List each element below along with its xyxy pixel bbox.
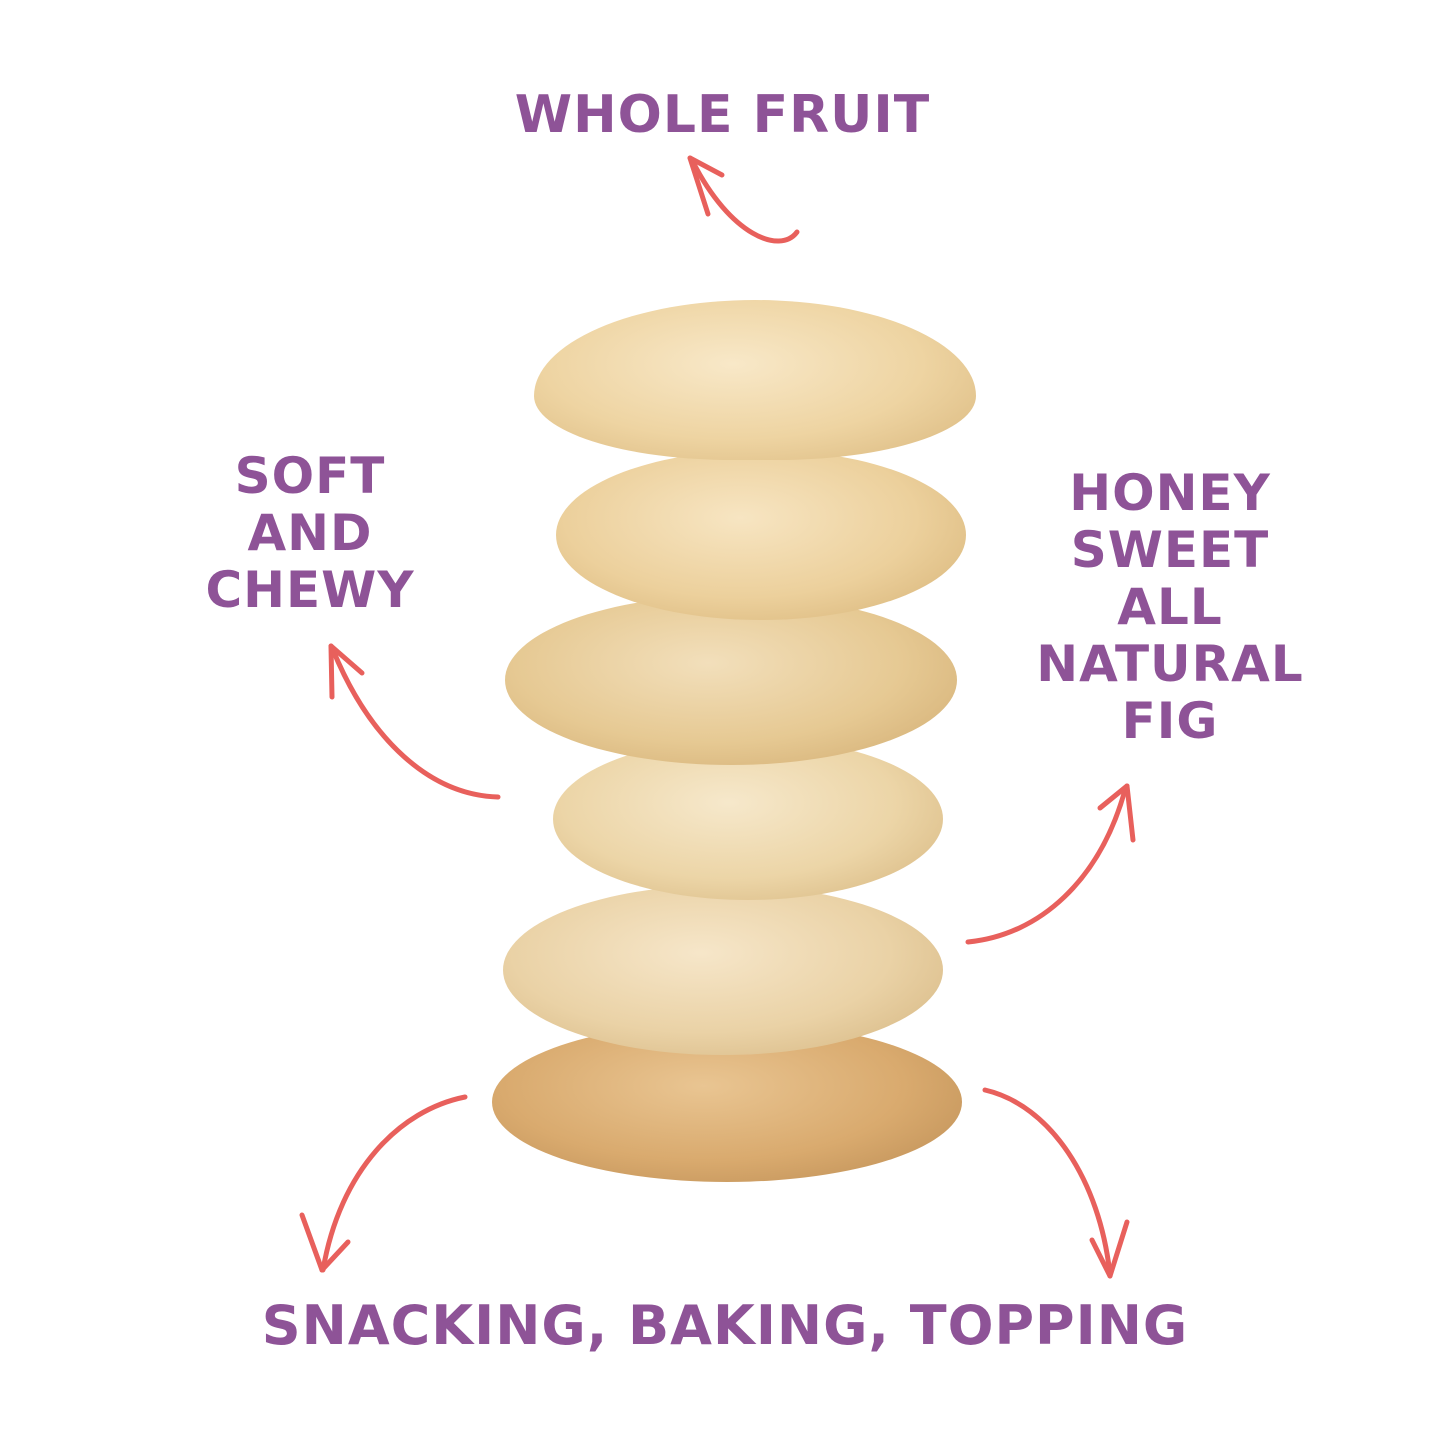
arrow-topping-icon: [982, 1087, 1130, 1279]
label-line: HONEY: [1069, 464, 1271, 522]
fig-1: [534, 300, 976, 460]
label-uses: SNACKING, BAKING, TOPPING: [261, 1294, 1189, 1357]
label-soft-and-chewy: SOFT AND CHEWY: [160, 448, 460, 619]
label-honey-sweet: HONEY SWEET ALL NATURAL FIG: [1015, 465, 1325, 750]
label-line: SWEET: [1070, 521, 1270, 579]
fig-4: [553, 738, 943, 900]
arrow-whole-fruit-icon: [687, 155, 800, 244]
fig-2: [556, 450, 966, 620]
label-whole-fruit: WHOLE FRUIT: [514, 85, 931, 145]
label-line: CHEWY: [205, 561, 415, 619]
label-line: NATURAL: [1036, 635, 1304, 693]
arrow-honey-sweet-icon: [965, 783, 1136, 945]
label-line: ALL: [1117, 578, 1223, 636]
arrow-snacking-icon: [299, 1094, 468, 1273]
fig-3: [505, 595, 957, 765]
label-line: SOFT: [234, 447, 386, 505]
fig-5: [503, 885, 943, 1055]
arrow-soft-chewy-icon: [328, 643, 501, 800]
label-line: FIG: [1121, 692, 1219, 750]
label-line: AND: [247, 504, 373, 562]
